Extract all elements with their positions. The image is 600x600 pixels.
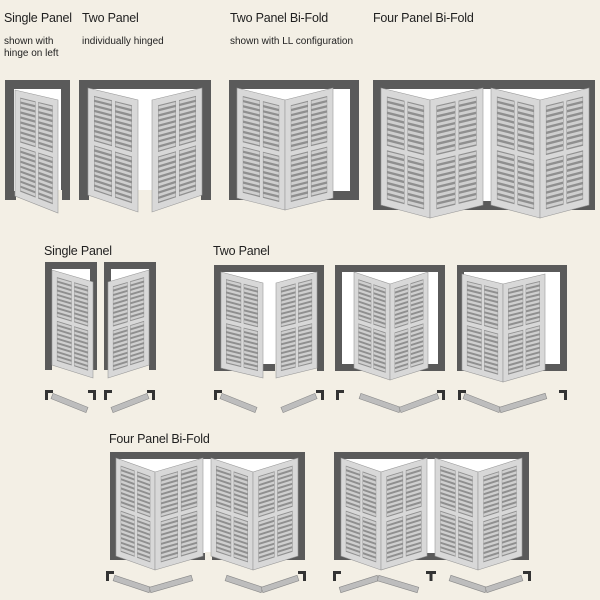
note-single-panel: shown with hinge on left bbox=[4, 36, 59, 60]
label-single-panel-middle: Single Panel bbox=[44, 244, 112, 258]
plan-r2-two-b-bracket-r bbox=[437, 390, 445, 400]
plan-r2-two-a-panel-r bbox=[280, 393, 318, 413]
plan-r2-single-a-panel bbox=[50, 393, 89, 413]
label-single-panel-top: Single Panel bbox=[4, 11, 72, 25]
shutter-r1-bifold4-c bbox=[490, 87, 541, 219]
shutter-r1-two-right bbox=[151, 87, 203, 213]
plan-r2-two-a-bracket-r bbox=[316, 390, 324, 400]
plan-r2-two-b-panel-r bbox=[398, 393, 440, 413]
shutter-r2-two-c-right bbox=[502, 273, 546, 383]
shutter-r2-two-a-left bbox=[220, 271, 264, 379]
shutter-r1-bifold4-a bbox=[380, 87, 431, 219]
shutter-r2-two-a-right bbox=[275, 271, 318, 379]
label-four-panel-bifold-bottom: Four Panel Bi-Fold bbox=[109, 432, 210, 446]
note-two-panel-bifold: shown with LL configuration bbox=[230, 36, 354, 47]
plan-r3-a-panel-2 bbox=[148, 574, 194, 594]
plan-r3-a-bracket-r bbox=[298, 571, 306, 581]
label-two-panel-bifold-top: Two Panel Bi-Fold bbox=[230, 11, 329, 25]
plan-r2-two-a-bracket-l bbox=[214, 390, 222, 400]
label-two-panel-top: Two Panel bbox=[82, 11, 139, 25]
plan-r3-b-panel-2 bbox=[376, 574, 420, 594]
plan-r3-b-panel-4 bbox=[484, 574, 524, 594]
shutter-r3-a-4 bbox=[252, 457, 299, 571]
shutter-r2-single-b bbox=[107, 269, 150, 379]
shutter-r2-two-b-left bbox=[353, 271, 391, 381]
label-two-panel-middle: Two Panel bbox=[213, 244, 270, 258]
note-single-panel-line1: shown with bbox=[4, 36, 54, 47]
plan-r2-two-b-bracket-l bbox=[336, 390, 344, 400]
shutter-r1-two-left bbox=[87, 87, 139, 213]
note-two-panel: individually hinged bbox=[82, 36, 164, 47]
plan-r2-two-c-panel-l bbox=[462, 393, 502, 413]
plan-r2-single-a-bracket-r bbox=[88, 390, 96, 400]
plan-r2-two-c-panel-r bbox=[498, 392, 548, 414]
plan-r2-two-c-bracket-l bbox=[458, 390, 466, 400]
plan-r3-b-bracket-l bbox=[333, 571, 341, 581]
shutter-r2-single-a bbox=[51, 269, 94, 379]
plan-r2-single-b-bracket-l bbox=[104, 390, 112, 400]
shutter-r3-b-4 bbox=[477, 457, 523, 571]
shutter-r3-b-1 bbox=[340, 457, 382, 571]
plan-r2-two-a-panel-l bbox=[219, 393, 258, 413]
note-single-panel-line2: hinge on left bbox=[4, 48, 59, 59]
plan-r3-a-panel-4 bbox=[260, 574, 300, 594]
plan-r3-a-panel-3 bbox=[224, 574, 264, 594]
shutter-r3-a-1 bbox=[115, 457, 156, 571]
shutter-r2-two-b-right bbox=[389, 271, 429, 381]
shutter-r3-a-2 bbox=[154, 457, 204, 571]
plan-r3-b-panel-1 bbox=[338, 574, 380, 594]
shutter-r1-single bbox=[14, 89, 59, 214]
shutter-r3-b-2 bbox=[380, 457, 428, 571]
plan-r2-two-b-panel-l bbox=[358, 393, 402, 413]
plan-r3-a-bracket-l bbox=[106, 571, 114, 581]
plan-r2-single-a-bracket-l bbox=[45, 390, 53, 400]
plan-r3-b-panel-3 bbox=[448, 574, 488, 594]
plan-r3-b-tee bbox=[426, 571, 436, 581]
shutter-r3-b-3 bbox=[434, 457, 479, 571]
plan-r3-b-bracket-r bbox=[523, 571, 531, 581]
plan-r3-a-panel-1 bbox=[112, 574, 152, 594]
shutter-r1-bifold2-a bbox=[236, 87, 286, 211]
plan-r2-single-b-bracket-r bbox=[147, 390, 155, 400]
shutter-r1-bifold4-b bbox=[429, 87, 484, 219]
plan-r2-two-c-bracket-r bbox=[559, 390, 567, 400]
label-four-panel-bifold-top: Four Panel Bi-Fold bbox=[373, 11, 474, 25]
shutter-r1-bifold4-d bbox=[539, 87, 590, 219]
shutter-r2-two-c-left bbox=[461, 273, 504, 383]
plan-r2-single-b-panel bbox=[110, 393, 150, 413]
shutter-r3-a-3 bbox=[210, 457, 254, 571]
shutter-r1-bifold2-b bbox=[284, 87, 334, 211]
